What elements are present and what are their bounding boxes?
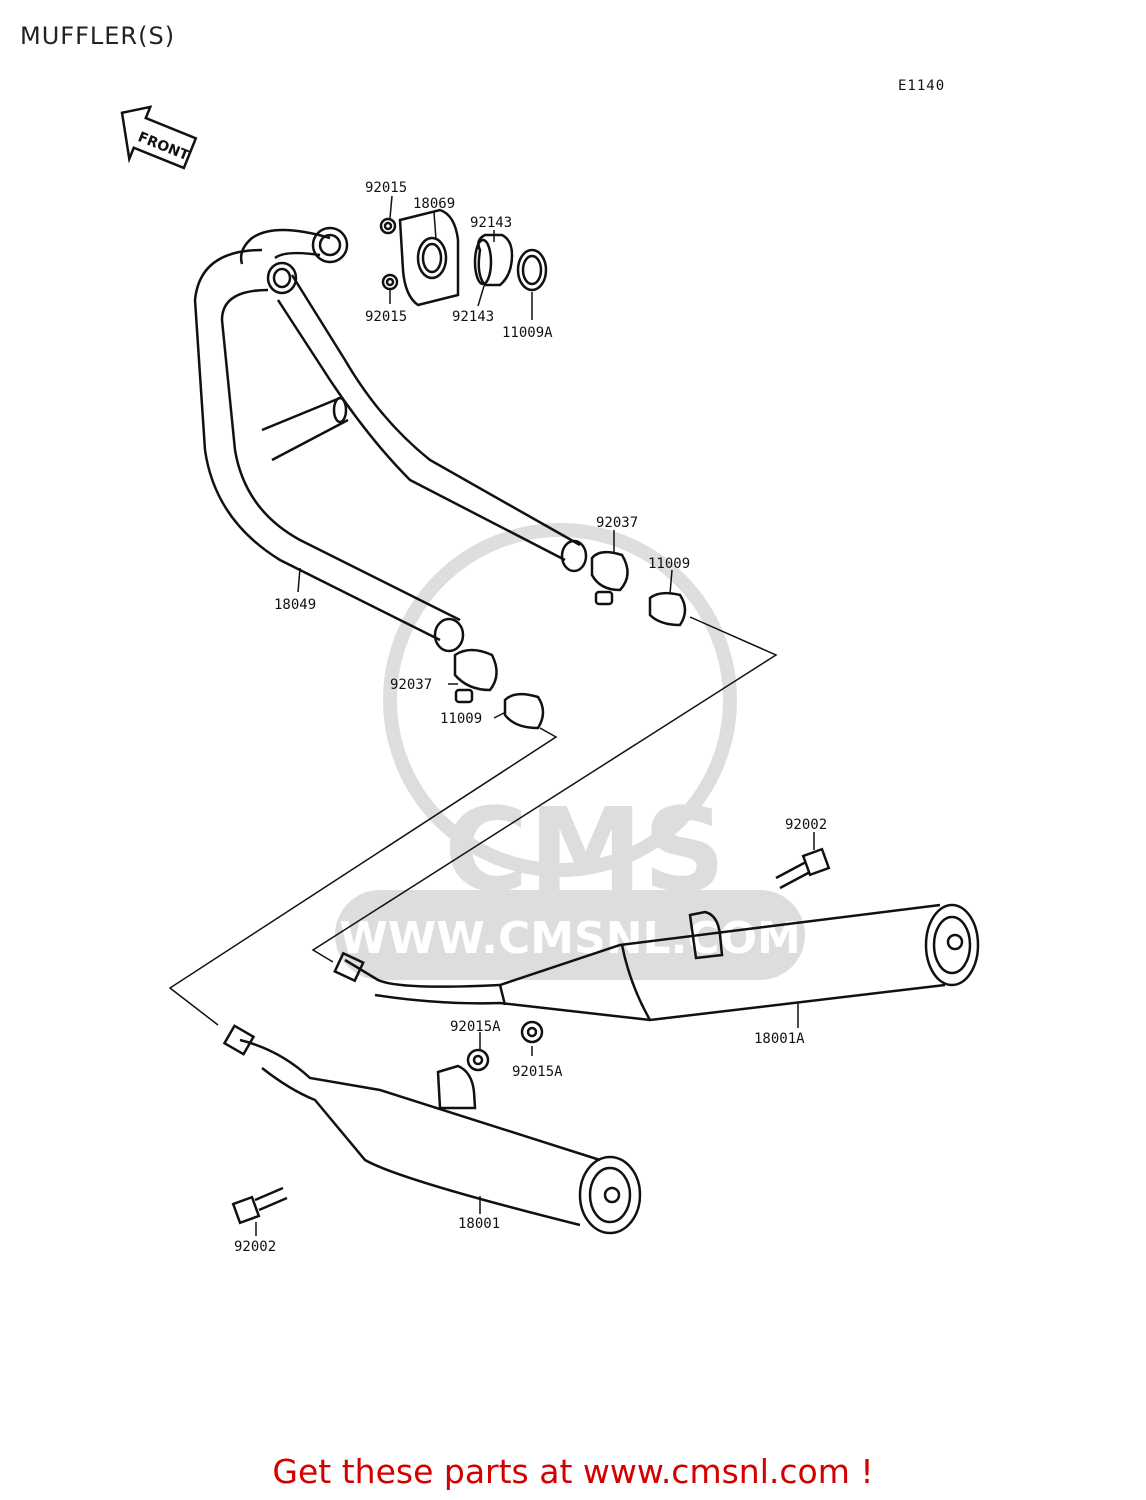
cms-watermark-logo: CMS WWW.CMSNL.COM [335,523,805,980]
part-label-92002-upper: 92002 [785,817,827,833]
part-label-92015a-upper: 92015A [450,1019,501,1035]
label-leaders [255,195,815,1236]
diagram-code: E1140 [898,78,945,94]
flange-assembly [379,208,548,307]
watermark-url: WWW.CMSNL.COM [339,913,801,964]
part-label-18001: 18001 [458,1216,500,1232]
part-label-11009-lower: 11009 [440,711,482,727]
part-label-92015-lower: 92015 [365,309,407,325]
part-label-11009a: 11009A [502,325,553,341]
clamp-seal-parts [453,550,687,730]
exhaust-pipe [193,226,588,653]
hardware-parts [231,847,831,1225]
part-label-18049: 18049 [274,597,316,613]
part-label-18069: 18069 [413,196,455,212]
part-label-92015-upper: 92015 [365,180,407,196]
front-arrow-icon: FRONT [120,105,198,170]
part-label-92143-upper: 92143 [470,215,512,231]
page-title: MUFFLER(S) [20,22,176,50]
part-label-92002-lower: 92002 [234,1239,276,1255]
part-label-11009-upper: 11009 [648,556,690,572]
connection-leader [168,616,778,1026]
watermark-brand: CMS [444,784,726,918]
part-label-92143-lower: 92143 [452,309,494,325]
footer-promo-link[interactable]: Get these parts at www.cmsnl.com ! [272,1452,874,1491]
muffler-upper [333,903,980,1022]
part-label-92037-lower: 92037 [390,677,432,693]
part-label-92015a-lower: 92015A [512,1064,563,1080]
part-label-18001a: 18001A [754,1031,805,1047]
muffler-lower [222,1024,642,1235]
part-label-92037-upper: 92037 [596,515,638,531]
